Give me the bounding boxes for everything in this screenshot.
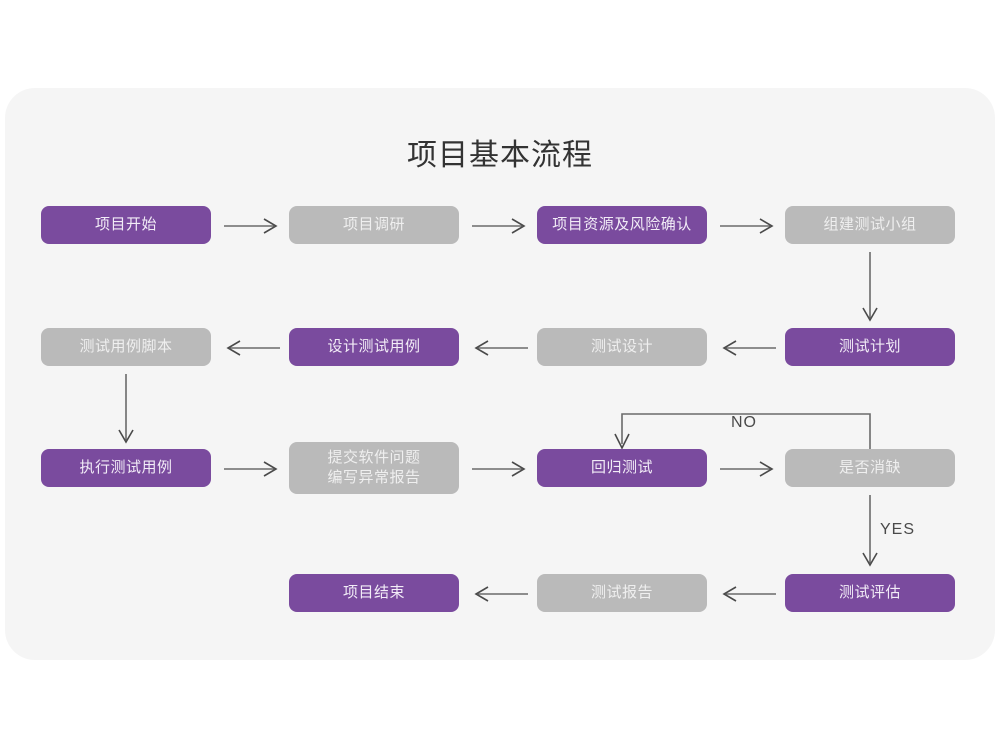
- diagram-panel: [5, 88, 995, 660]
- node-label: 测试评估: [838, 583, 901, 601]
- arrow-left-n7-n6: [472, 337, 528, 359]
- arrow-down-n5-n9: [114, 374, 138, 446]
- arrow-left-n6-n5: [224, 337, 280, 359]
- node-test-case-script[interactable]: 测试用例脚本: [41, 328, 211, 366]
- node-label-line-1: 提交软件问题: [327, 448, 421, 466]
- node-label: 项目资源及风险确认: [552, 215, 692, 233]
- node-project-end[interactable]: 项目结束: [289, 574, 459, 612]
- arrow-loop-no-n12-n11: [614, 408, 883, 456]
- arrow-down-n12-n15: [858, 495, 882, 571]
- arrow-right-n3-n4: [720, 215, 776, 237]
- node-label-line-2: 编写异常报告: [327, 469, 421, 486]
- node-project-start[interactable]: 项目开始: [41, 206, 211, 244]
- arrow-right-n11-n12: [720, 458, 776, 480]
- node-project-research[interactable]: 项目调研: [289, 206, 459, 244]
- node-build-test-team[interactable]: 组建测试小组: [785, 206, 955, 244]
- node-label: 执行测试用例: [79, 458, 173, 476]
- node-label: 项目结束: [342, 583, 405, 601]
- node-regression-test[interactable]: 回归测试: [537, 449, 707, 487]
- arrow-right-n10-n11: [472, 458, 528, 480]
- edge-label-yes: YES: [880, 521, 916, 538]
- node-label: 测试报告: [590, 583, 653, 601]
- node-label: 设计测试用例: [327, 337, 421, 355]
- edge-label-no: NO: [731, 414, 757, 431]
- node-label: 项目开始: [94, 215, 157, 233]
- arrow-left-n8-n7: [720, 337, 776, 359]
- arrow-left-n15-n14: [720, 583, 776, 605]
- node-label: 测试用例脚本: [79, 337, 173, 355]
- node-label: 测试计划: [838, 337, 901, 355]
- node-label: 组建测试小组: [823, 215, 917, 233]
- node-execute-test-case[interactable]: 执行测试用例: [41, 449, 211, 487]
- arrow-down-n4-n8: [858, 252, 882, 324]
- arrow-right-n1-n2: [224, 215, 280, 237]
- node-label: 项目调研: [342, 215, 405, 233]
- arrow-left-n14-n13: [472, 583, 528, 605]
- node-design-test-case[interactable]: 设计测试用例: [289, 328, 459, 366]
- node-label: 测试设计: [590, 337, 653, 355]
- arrow-right-n9-n10: [224, 458, 280, 480]
- node-test-report[interactable]: 测试报告: [537, 574, 707, 612]
- node-test-evaluation[interactable]: 测试评估: [785, 574, 955, 612]
- node-test-design[interactable]: 测试设计: [537, 328, 707, 366]
- node-test-plan[interactable]: 测试计划: [785, 328, 955, 366]
- node-resource-risk-confirm[interactable]: 项目资源及风险确认: [537, 206, 707, 244]
- page-title: 项目基本流程: [407, 139, 593, 172]
- node-submit-defect-report[interactable]: 提交软件问题 编写异常报告: [289, 442, 459, 494]
- node-label: 回归测试: [590, 458, 653, 476]
- arrow-right-n2-n3: [472, 215, 528, 237]
- node-defect-resolved-decision[interactable]: 是否消缺: [785, 449, 955, 487]
- node-label: 是否消缺: [838, 458, 901, 476]
